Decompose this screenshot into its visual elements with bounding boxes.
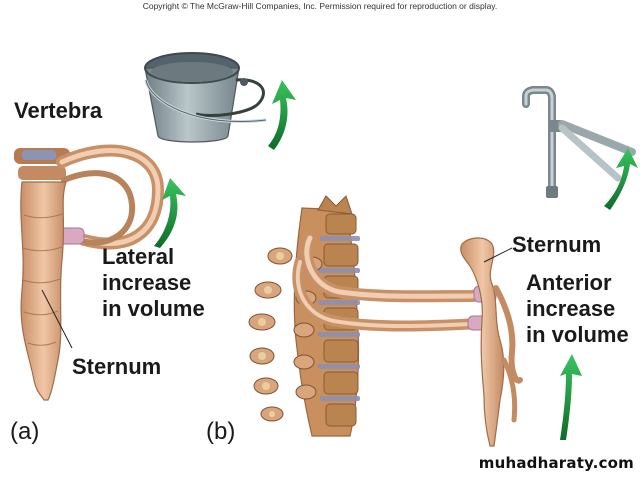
label-anterior-line-1: Anterior [526, 270, 612, 295]
green-arrow-a [154, 178, 186, 248]
pump-handle-illustration [522, 86, 636, 198]
label-anterior-line-3: in volume [526, 322, 629, 347]
label-panel-a: (a) [10, 418, 40, 445]
green-arrow-bucket [268, 80, 296, 150]
rib-a-lower [61, 170, 136, 246]
label-lateral-line-3: in volume [102, 296, 205, 321]
vertebral-column-b [248, 195, 360, 437]
sternum-a [20, 181, 67, 401]
label-sternum-b: Sternum [512, 232, 602, 257]
label-panel-b: (b) [206, 418, 236, 445]
sternum-b [460, 237, 505, 447]
label-sternum-a: Sternum [72, 354, 162, 379]
label-lateral-line-1: Lateral [102, 244, 175, 269]
green-arrow-pump [604, 148, 638, 210]
label-anterior-line-2: increase [526, 296, 616, 321]
label-lateral-line-2: increase [102, 270, 192, 295]
panel-b-illustration [248, 195, 582, 447]
watermark: muhadharaty.com [478, 454, 634, 472]
bucket-handle-illustration [144, 52, 267, 143]
vertebra-a [14, 148, 70, 180]
panel-a-illustration [14, 144, 186, 401]
green-arrow-b [560, 354, 582, 440]
label-vertebra: Vertebra [14, 98, 103, 123]
copyright-notice: Copyright © The McGraw-Hill Companies, I… [142, 1, 498, 11]
